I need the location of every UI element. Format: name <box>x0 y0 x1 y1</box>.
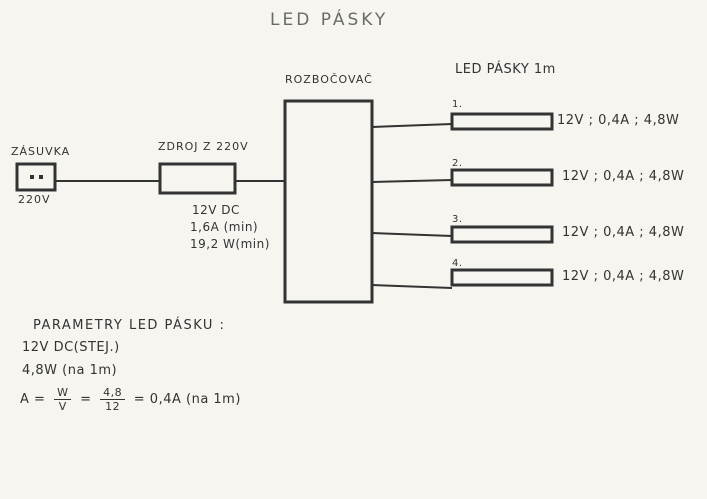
strip-2-bar <box>450 168 554 187</box>
socket-box <box>15 162 57 192</box>
strip-4-number: 4. <box>452 258 463 269</box>
socket-hole-left <box>30 175 34 179</box>
strip-3-bar <box>450 225 554 244</box>
psu-spec-power: 19,2 W(min) <box>190 237 270 251</box>
formula-f2-den: 12 <box>105 400 121 413</box>
formula-f1-num: W <box>54 386 72 400</box>
strip-1-spec: 12V ; 0,4A ; 4,8W <box>557 113 680 128</box>
wire-strip-4 <box>371 284 453 289</box>
socket-hole-right <box>39 175 43 179</box>
formula-eq: = <box>80 392 92 407</box>
socket-voltage: 220V <box>18 193 51 206</box>
strips-heading: LED PÁSKY 1m <box>455 62 556 77</box>
psu-box <box>158 162 237 195</box>
strip-4-spec: 12V ; 0,4A ; 4,8W <box>562 269 685 284</box>
formula-fraction-1: W V <box>54 386 72 413</box>
params-heading: PARAMETRY LED PÁSKU : <box>33 318 226 333</box>
strip-1-number: 1. <box>452 99 463 110</box>
strip-4-bar <box>450 268 554 287</box>
strip-3-spec: 12V ; 0,4A ; 4,8W <box>562 225 685 240</box>
psu-spec-voltage: 12V DC <box>192 203 240 217</box>
splitter-label: ROZBOČOVAČ <box>285 73 373 86</box>
params-line-power: 4,8W (na 1m) <box>22 363 118 378</box>
socket-label: ZÁSUVKA <box>11 145 71 158</box>
strip-3-number: 3. <box>452 214 463 225</box>
strip-2-spec: 12V ; 0,4A ; 4,8W <box>562 169 685 184</box>
strip-1-bar <box>450 112 554 131</box>
splitter-box <box>283 99 374 304</box>
formula-f1-den: V <box>58 400 67 413</box>
page-title: LED PÁSKY <box>270 10 389 30</box>
wire-strip-1 <box>371 123 453 128</box>
formula-fraction-2: 4,8 12 <box>100 386 126 413</box>
formula-f2-num: 4,8 <box>100 386 126 400</box>
params-line-voltage: 12V DC(STEJ.) <box>22 340 120 355</box>
psu-label: ZDROJ Z 220V <box>158 140 249 153</box>
wire-strip-3 <box>371 232 453 237</box>
psu-spec-current: 1,6A (min) <box>190 220 259 234</box>
formula-result: = 0,4A (na 1m) <box>133 392 241 407</box>
params-formula: A = W V = 4,8 12 = 0,4A (na 1m) <box>20 386 241 413</box>
formula-lhs: A = <box>20 392 46 407</box>
wire-strip-2 <box>371 179 453 183</box>
strip-2-number: 2. <box>452 158 463 169</box>
